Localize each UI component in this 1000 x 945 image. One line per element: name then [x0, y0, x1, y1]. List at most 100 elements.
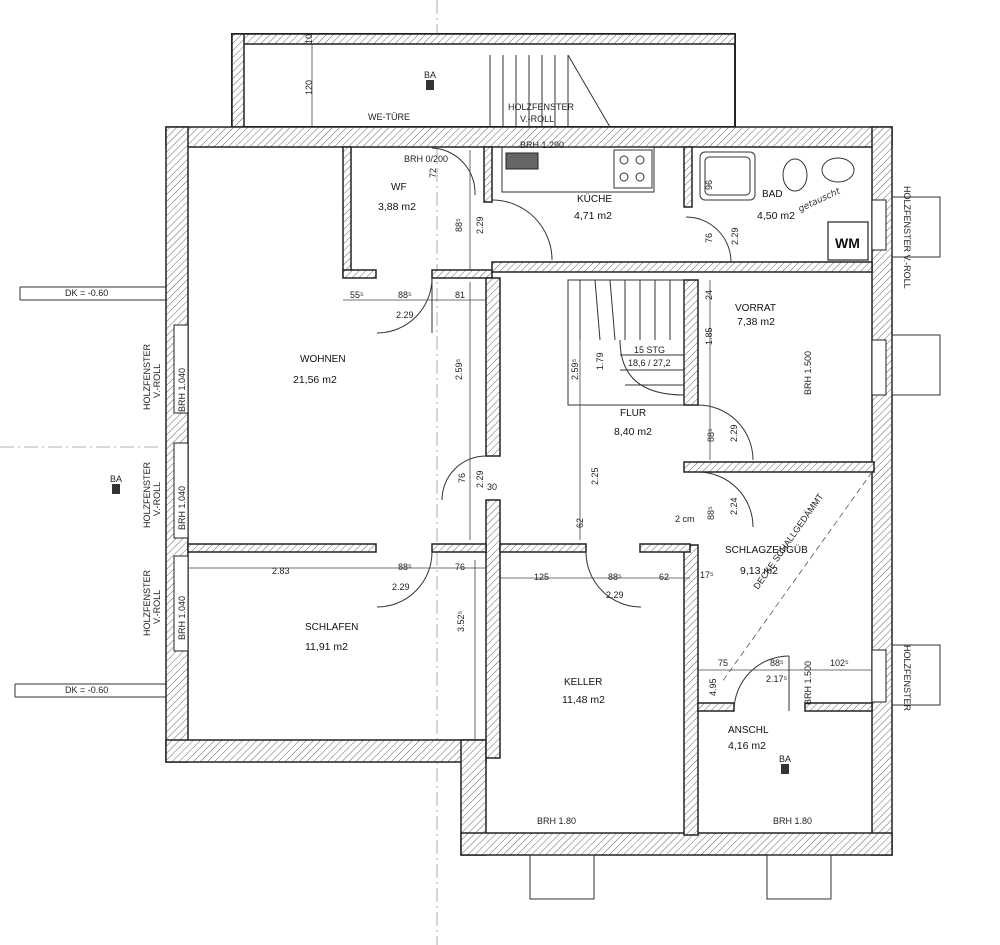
label-holzfenster-r3: HOLZFENSTER: [902, 645, 912, 712]
dim-185: 1.85: [704, 327, 714, 345]
dim-229g: 2.29: [606, 590, 624, 600]
ba-markers: [112, 80, 789, 774]
label-decke: DECKE SCHALLGEDÄMMT: [751, 491, 825, 591]
dim-2cm: 2 cm: [675, 514, 695, 524]
label-brh-1040-b: BRH 1.040: [177, 486, 187, 530]
room-area-vorrat: 7,38 m2: [737, 316, 775, 328]
dim-2595a: 2.59⁵: [454, 358, 464, 380]
dim-10: 10: [304, 34, 314, 44]
dim-1025: 102⁵: [830, 658, 849, 668]
label-ba-1: BA: [424, 70, 436, 80]
room-name-vorrat: VORRAT: [735, 303, 776, 314]
label-holzfenster-top: HOLZFENSTER: [508, 102, 575, 112]
room-name-schlagzeug: SCHLAGZEUGÜB: [725, 544, 808, 556]
right-windows: [871, 196, 941, 706]
label-brh-1040-a: BRH 1.040: [177, 368, 187, 412]
label-vroll-l3: V.-ROLL: [152, 590, 162, 624]
terrace-top: [231, 33, 736, 128]
room-area-wf: 3,88 m2: [378, 201, 416, 213]
room-name-flur: FLUR: [620, 408, 646, 419]
dim-62a: 62: [575, 518, 585, 528]
label-vroll-l1: V.-ROLL: [152, 364, 162, 398]
label-hv-roll-r1: HOLZFENSTER V.-ROLL: [902, 186, 912, 289]
label-ba-3: BA: [779, 754, 791, 764]
label-stg2: 18,6 / 27,2: [628, 358, 671, 368]
label-dk-a: DK = -0.60: [65, 288, 108, 298]
dim-229b: 2.29: [396, 310, 414, 320]
dim-229c: 2.29: [730, 227, 740, 245]
dim-885e: 88⁵: [398, 562, 412, 572]
label-vroll-top: V.-ROLL: [520, 114, 554, 124]
dim-2595b: 2.59⁵: [570, 358, 580, 380]
dim-2175: 2.17⁵: [766, 674, 788, 684]
label-holzfenster-l1: HOLZFENSTER: [142, 343, 152, 410]
bath-fixtures: [699, 151, 869, 261]
label-holzfenster-l3: HOLZFENSTER: [142, 569, 152, 636]
dim-885b: 88⁵: [398, 290, 412, 300]
dim-72: 72: [428, 168, 438, 178]
label-brh-1290: BRH 1.290: [520, 140, 564, 150]
room-area-kuche: 4,71 m2: [574, 210, 612, 222]
label-brh-180-b: BRH 1.80: [773, 816, 812, 826]
acoustic-ceiling-line: [721, 471, 873, 683]
outer-walls: [165, 126, 893, 856]
label-holzfenster-l2: HOLZFENSTER: [142, 461, 152, 528]
label-wm: WM: [835, 235, 860, 251]
room-name-keller: KELLER: [564, 677, 602, 688]
dimension-lines: [188, 150, 872, 740]
dim-76b: 76: [457, 473, 467, 483]
room-area-keller: 11,48 m2: [562, 694, 605, 706]
dim-30: 30: [487, 482, 497, 492]
room-name-kuche: KÜCHE: [577, 193, 612, 205]
room-area-anschl: 4,16 m2: [728, 740, 766, 752]
dim-229a: 2.29: [475, 216, 485, 234]
dim-125: 125: [534, 572, 549, 582]
dim-75: 75: [718, 658, 728, 668]
label-brh-180-a: BRH 1.80: [537, 816, 576, 826]
dim-885a: 88⁵: [454, 218, 464, 232]
dim-495: 4.95: [708, 678, 718, 696]
label-dk-b: DK = -0.60: [65, 685, 108, 695]
room-name-wf: WF: [391, 182, 407, 193]
dim-885c: 88⁵: [706, 428, 716, 442]
dim-224: 2.24: [729, 497, 739, 515]
dim-96: 96: [704, 180, 714, 190]
dim-229e: 2.29: [475, 470, 485, 488]
label-stg: 15 STG: [634, 345, 665, 355]
label-vroll-l2: V.-ROLL: [152, 482, 162, 516]
dim-175: 17⁵: [700, 570, 714, 580]
room-area-schlagzeug: 9,13 m2: [740, 565, 778, 577]
dim-62b: 62: [659, 572, 669, 582]
dim-76a: 76: [704, 233, 714, 243]
left-windows: [14, 286, 189, 698]
dim-55: 55⁵: [350, 290, 364, 300]
dim-885f: 88⁵: [608, 572, 622, 582]
room-name-schlafen: SCHLAFEN: [305, 622, 358, 633]
room-area-wohnen: 21,56 m2: [293, 374, 337, 386]
label-we-ture: WE-TÜRE: [368, 112, 410, 122]
label-brh-200: BRH 0/200: [404, 154, 448, 164]
bottom-windows: [529, 854, 832, 900]
interior-walls: [187, 146, 875, 836]
dim-3525: 3.52⁵: [456, 610, 466, 632]
label-brh-1500-b: BRH 1.500: [803, 661, 813, 705]
dim-225: 2.25: [590, 467, 600, 485]
dim-24: 24: [704, 290, 714, 300]
label-ba-2: BA: [110, 474, 122, 484]
dim-120: 120: [304, 80, 314, 95]
dim-179: 1.79: [595, 352, 605, 370]
dim-229f: 2.29: [392, 582, 410, 592]
dim-885d: 88⁵: [706, 506, 716, 520]
dim-283: 2.83: [272, 566, 290, 576]
label-brh-1040-c: BRH 1.040: [177, 596, 187, 640]
room-area-flur: 8,40 m2: [614, 426, 652, 438]
doors: [376, 147, 790, 712]
label-brh-1500-a: BRH 1.500: [803, 351, 813, 395]
label-getauscht: getauscht: [797, 186, 842, 214]
dim-229d: 2.29: [729, 424, 739, 442]
kitchen-fixtures: [501, 146, 655, 193]
dim-885g: 88⁵: [770, 658, 784, 668]
room-name-anschl: ANSCHL: [728, 725, 769, 736]
room-area-bad: 4,50 m2: [757, 210, 795, 222]
